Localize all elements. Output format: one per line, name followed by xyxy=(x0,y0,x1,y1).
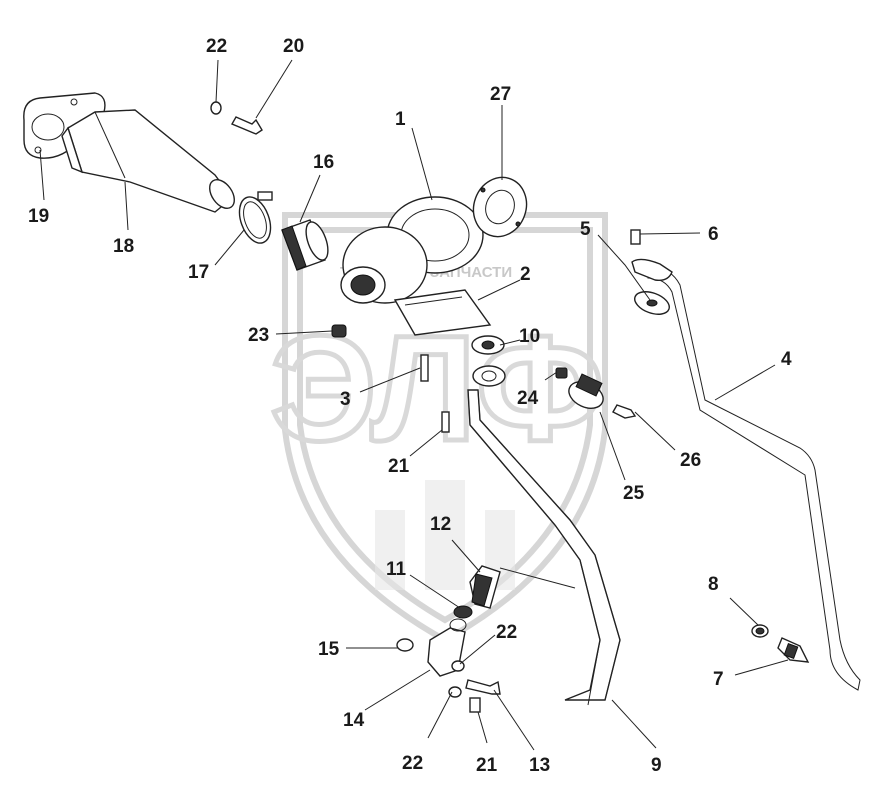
callout-labels: 22 20 1 27 16 19 18 17 2 23 3 21 10 5 6 … xyxy=(28,36,792,776)
callout-14: 14 xyxy=(343,710,365,731)
callout-11: 11 xyxy=(386,559,407,580)
callout-10: 10 xyxy=(519,326,540,347)
part-27-gasket xyxy=(472,176,528,238)
part-3-stud xyxy=(420,354,429,382)
part-11-clamp xyxy=(453,605,473,619)
watermark: ЭЛФ ТЕХНИКА И ЗАПЧАСТИ xyxy=(268,212,608,644)
part-15-o-ring xyxy=(396,638,414,652)
callout-22-lower-b: 22 xyxy=(402,753,423,774)
callout-16: 16 xyxy=(313,152,334,173)
part-22-washer-top xyxy=(210,101,222,115)
callout-5: 5 xyxy=(580,219,591,240)
callout-7: 7 xyxy=(713,669,724,690)
callout-6: 6 xyxy=(708,224,719,245)
callout-3: 3 xyxy=(340,389,351,410)
leader-lines xyxy=(39,59,789,751)
part-26-bolt xyxy=(612,404,637,419)
callout-20: 20 xyxy=(283,36,304,57)
callout-8: 8 xyxy=(708,574,719,595)
callout-4: 4 xyxy=(781,349,792,370)
callout-25: 25 xyxy=(623,483,645,504)
callout-21-middle: 21 xyxy=(388,456,410,477)
part-10-gasket xyxy=(471,335,506,387)
part-22-washer-lower-b xyxy=(448,686,462,698)
part-21-bolt-middle xyxy=(441,411,450,433)
part-1-turbocharger xyxy=(340,196,492,336)
callout-24: 24 xyxy=(517,388,539,409)
part-21-bolt-lower xyxy=(469,697,481,713)
callout-1: 1 xyxy=(395,109,406,130)
part-7-fitting xyxy=(777,637,810,663)
part-4-supply-pipe xyxy=(631,258,861,691)
callout-13: 13 xyxy=(529,755,550,776)
callout-2: 2 xyxy=(520,264,531,285)
part-6-bolt xyxy=(630,229,641,245)
part-16-bellows xyxy=(281,219,329,271)
callout-17: 17 xyxy=(188,262,209,283)
part-5-gasket xyxy=(634,291,670,315)
callout-23: 23 xyxy=(248,325,269,346)
part-9-drain-pipe xyxy=(467,389,621,706)
callout-18: 18 xyxy=(113,236,134,257)
callout-21-lower: 21 xyxy=(476,755,498,776)
callout-15: 15 xyxy=(318,639,340,660)
part-20-bolt xyxy=(230,116,263,135)
part-23-nut xyxy=(331,324,347,338)
part-13-bolt xyxy=(465,679,501,695)
callout-22-top: 22 xyxy=(206,36,227,57)
part-12-hose xyxy=(469,565,501,609)
callout-19: 19 xyxy=(28,206,49,227)
part-17-clamp xyxy=(238,191,273,244)
part-8-washer xyxy=(751,624,769,638)
part-18-exhaust-pipe xyxy=(61,109,236,213)
callout-27: 27 xyxy=(490,84,511,105)
callout-12: 12 xyxy=(430,514,451,535)
part-25-union xyxy=(568,373,604,409)
callout-9: 9 xyxy=(651,755,662,776)
part-24-nut xyxy=(555,367,568,379)
callout-26: 26 xyxy=(680,450,701,471)
callout-22-lower-a: 22 xyxy=(496,622,517,643)
